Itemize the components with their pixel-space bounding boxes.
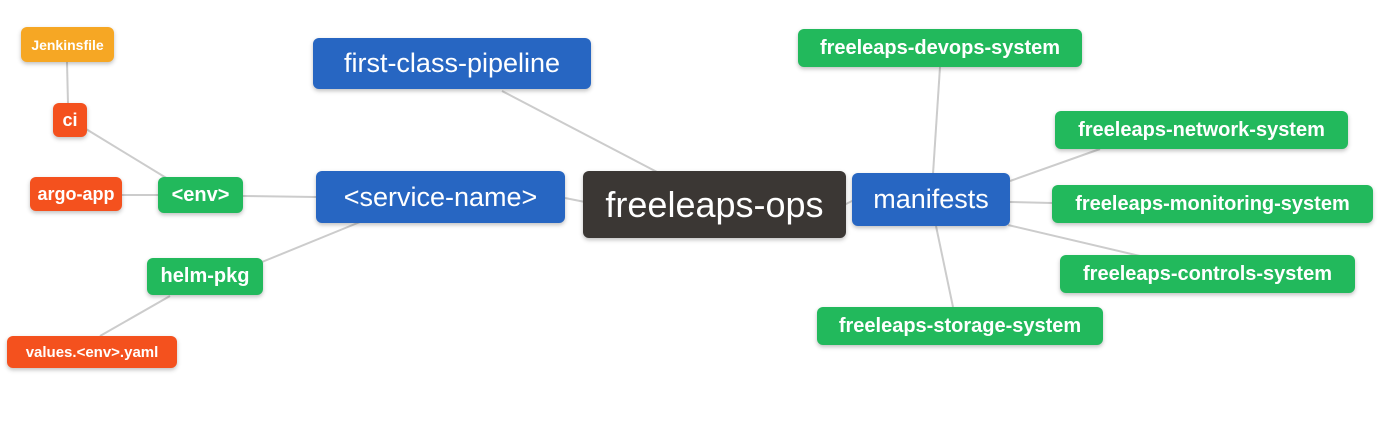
node-argo-app[interactable]: argo-app — [30, 177, 122, 211]
edge-manifests-freeleaps-controls-system — [1007, 224, 1141, 257]
node-freeleaps-storage-system[interactable]: freeleaps-storage-system — [817, 307, 1103, 345]
node-service-name[interactable]: <service-name> — [316, 171, 565, 223]
edge-ci-env — [85, 128, 169, 180]
edge-service-name-freeleaps-ops — [564, 197, 586, 203]
node-first-class-pipeline[interactable]: first-class-pipeline — [313, 38, 591, 89]
node-freeleaps-ops[interactable]: freeleaps-ops — [583, 171, 846, 238]
edge-manifests-freeleaps-devops-system — [932, 66, 941, 175]
edge-env-service-name — [242, 195, 317, 198]
edge-helm-pkg-service-name — [261, 221, 361, 263]
node-freeleaps-controls-system[interactable]: freeleaps-controls-system — [1060, 255, 1355, 293]
node-manifests[interactable]: manifests — [852, 173, 1010, 226]
edge-manifests-freeleaps-network-system — [1009, 148, 1101, 182]
node-values-env-yaml[interactable]: values.<env>.yaml — [7, 336, 177, 368]
edge-values-env-yaml-helm-pkg — [99, 295, 171, 337]
edge-manifests-freeleaps-storage-system — [935, 225, 954, 308]
node-ci[interactable]: ci — [53, 103, 87, 137]
node-freeleaps-network-system[interactable]: freeleaps-network-system — [1055, 111, 1348, 149]
node-freeleaps-devops-system[interactable]: freeleaps-devops-system — [798, 29, 1082, 67]
edge-jenkinsfile-ci — [66, 61, 69, 105]
edge-first-class-pipeline-freeleaps-ops — [501, 90, 658, 173]
node-env[interactable]: <env> — [158, 177, 243, 213]
node-helm-pkg[interactable]: helm-pkg — [147, 258, 263, 295]
node-jenkinsfile[interactable]: Jenkinsfile — [21, 27, 114, 62]
node-freeleaps-monitoring-system[interactable]: freeleaps-monitoring-system — [1052, 185, 1373, 223]
edge-manifests-freeleaps-monitoring-system — [1009, 201, 1053, 204]
